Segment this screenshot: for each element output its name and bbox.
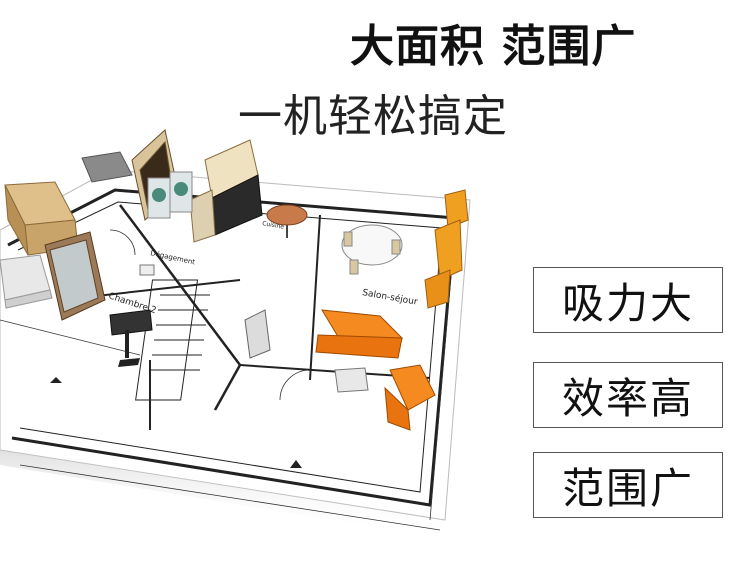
orange-shelf	[424, 189, 469, 309]
desk	[109, 309, 153, 367]
feature-box-suction: 吸力大	[533, 267, 723, 333]
subheadline: 一机轻松搞定	[238, 91, 508, 142]
feature-box-efficiency: 效率高	[533, 362, 723, 428]
stairs	[135, 279, 210, 401]
sink	[139, 264, 155, 276]
bed	[0, 254, 53, 309]
display-cabinet	[44, 231, 106, 321]
floor-plan-illustration: Salon-séjour Chambre 2 Dégagement Cuisin…	[0, 120, 520, 540]
orange-sofa-main	[315, 309, 404, 359]
round-table	[266, 204, 308, 238]
headline: 大面积 范围广	[350, 21, 637, 72]
coffee-table	[334, 367, 369, 393]
room-label-cuisine: Cuisine	[262, 220, 285, 231]
feature-box-coverage: 范围广	[533, 452, 723, 518]
orange-sofa-side	[384, 364, 436, 431]
small-sofa	[81, 151, 133, 183]
tv-cabinet	[244, 309, 271, 359]
dining-table	[341, 224, 403, 275]
washing-machines	[147, 171, 193, 219]
kitchen-units	[189, 139, 263, 243]
